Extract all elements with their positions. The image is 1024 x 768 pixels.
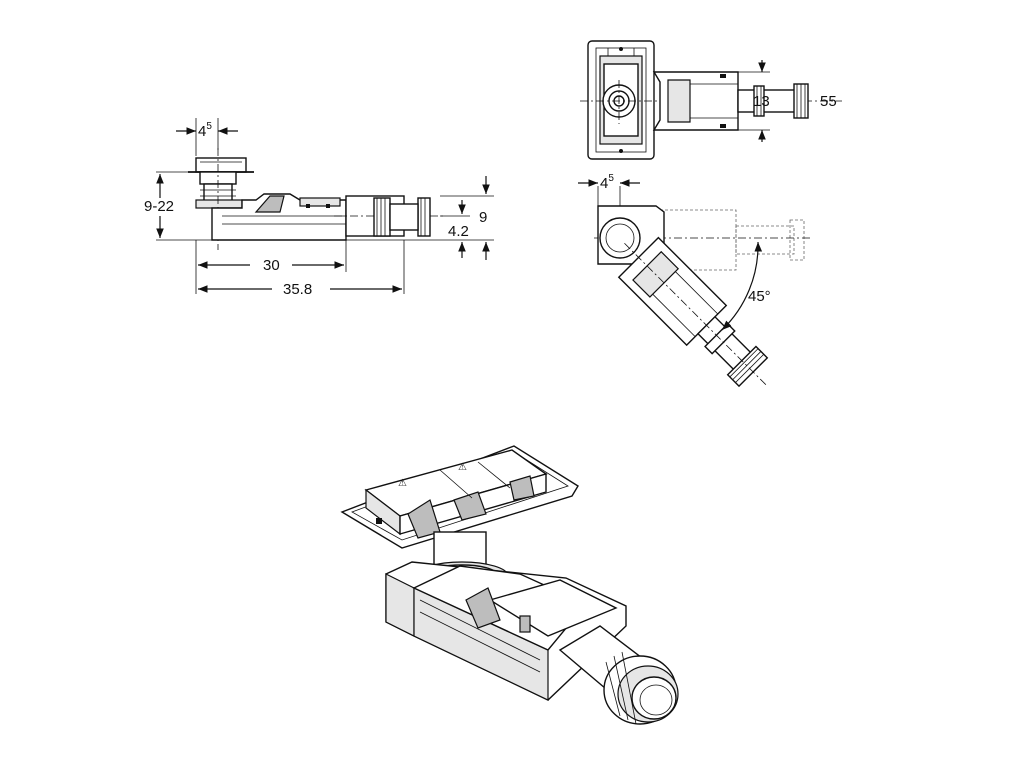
side-view: 45 9-22 9 4.2 30 35.8 bbox=[144, 118, 494, 298]
svg-text:⚠: ⚠ bbox=[458, 462, 467, 473]
side-outlet-nut bbox=[373, 197, 391, 237]
side-cover-plate bbox=[195, 157, 247, 173]
isometric-view: ⚠ ⚠ bbox=[340, 445, 679, 725]
rotated-view: 45 45° bbox=[578, 173, 812, 388]
side-dim-length-outer: 35.8 bbox=[283, 281, 312, 298]
rotated-angle-arc bbox=[721, 241, 763, 331]
side-dim-right-outer: 9 bbox=[479, 209, 487, 226]
side-dim-length-inner: 30 bbox=[263, 257, 280, 274]
side-dim-height: 9-22 bbox=[144, 198, 174, 215]
svg-text:⚠: ⚠ bbox=[398, 478, 407, 489]
side-dim-top: 45 bbox=[198, 121, 212, 140]
side-dim-right-inner: 4.2 bbox=[448, 223, 469, 240]
top-dim-outlet: 13 bbox=[753, 93, 770, 110]
rotated-dim-angle: 45° bbox=[748, 288, 771, 305]
rotated-dim-top: 45 bbox=[600, 173, 614, 192]
top-view: 13 55 bbox=[580, 40, 842, 160]
top-dim-pipe: 55 bbox=[820, 93, 837, 110]
top-outlet-housing bbox=[652, 71, 739, 131]
